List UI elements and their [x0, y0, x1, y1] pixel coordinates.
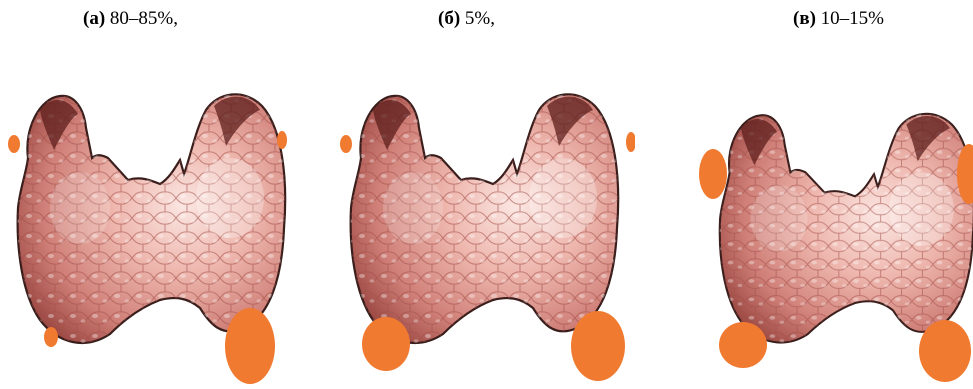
caption-c-letter: (в) [793, 8, 816, 29]
parathyroid-dot-c-lower-right [919, 320, 971, 382]
caption-b-value: 5%, [465, 8, 495, 29]
caption-c-value: 10–15% [821, 8, 884, 29]
parathyroid-dot-a-upper-right [277, 131, 287, 149]
parathyroid-dot-a-lower-left [44, 327, 58, 347]
parathyroid-dot-b-upper-right [626, 132, 635, 152]
thyroid-gland-illustration-b [333, 88, 635, 388]
parathyroid-dot-b-upper-left [340, 135, 352, 153]
panel-b-illustration [333, 88, 635, 388]
panel-c-illustration [693, 88, 973, 388]
caption-b-letter: (б) [438, 8, 460, 29]
parathyroid-dot-a-lower-right [225, 308, 275, 384]
caption-b: (б) 5%, [438, 8, 495, 30]
caption-a-letter: (а) [83, 8, 105, 29]
parathyroid-dot-c-upper-left [699, 149, 727, 199]
caption-a-value: 80–85%, [110, 8, 178, 29]
caption-a: (а) 80–85%, [83, 8, 178, 30]
parathyroid-dot-a-upper-left [8, 135, 20, 153]
caption-c: (в) 10–15% [793, 8, 884, 30]
thyroid-gland-illustration-c [693, 88, 973, 388]
panel-a-illustration [0, 88, 302, 388]
parathyroid-dot-b-lower-left [362, 317, 410, 371]
parathyroid-dot-b-lower-right [571, 311, 625, 381]
parathyroid-dot-c-lower-left [719, 322, 767, 368]
thyroid-gland-illustration-a [0, 88, 302, 388]
